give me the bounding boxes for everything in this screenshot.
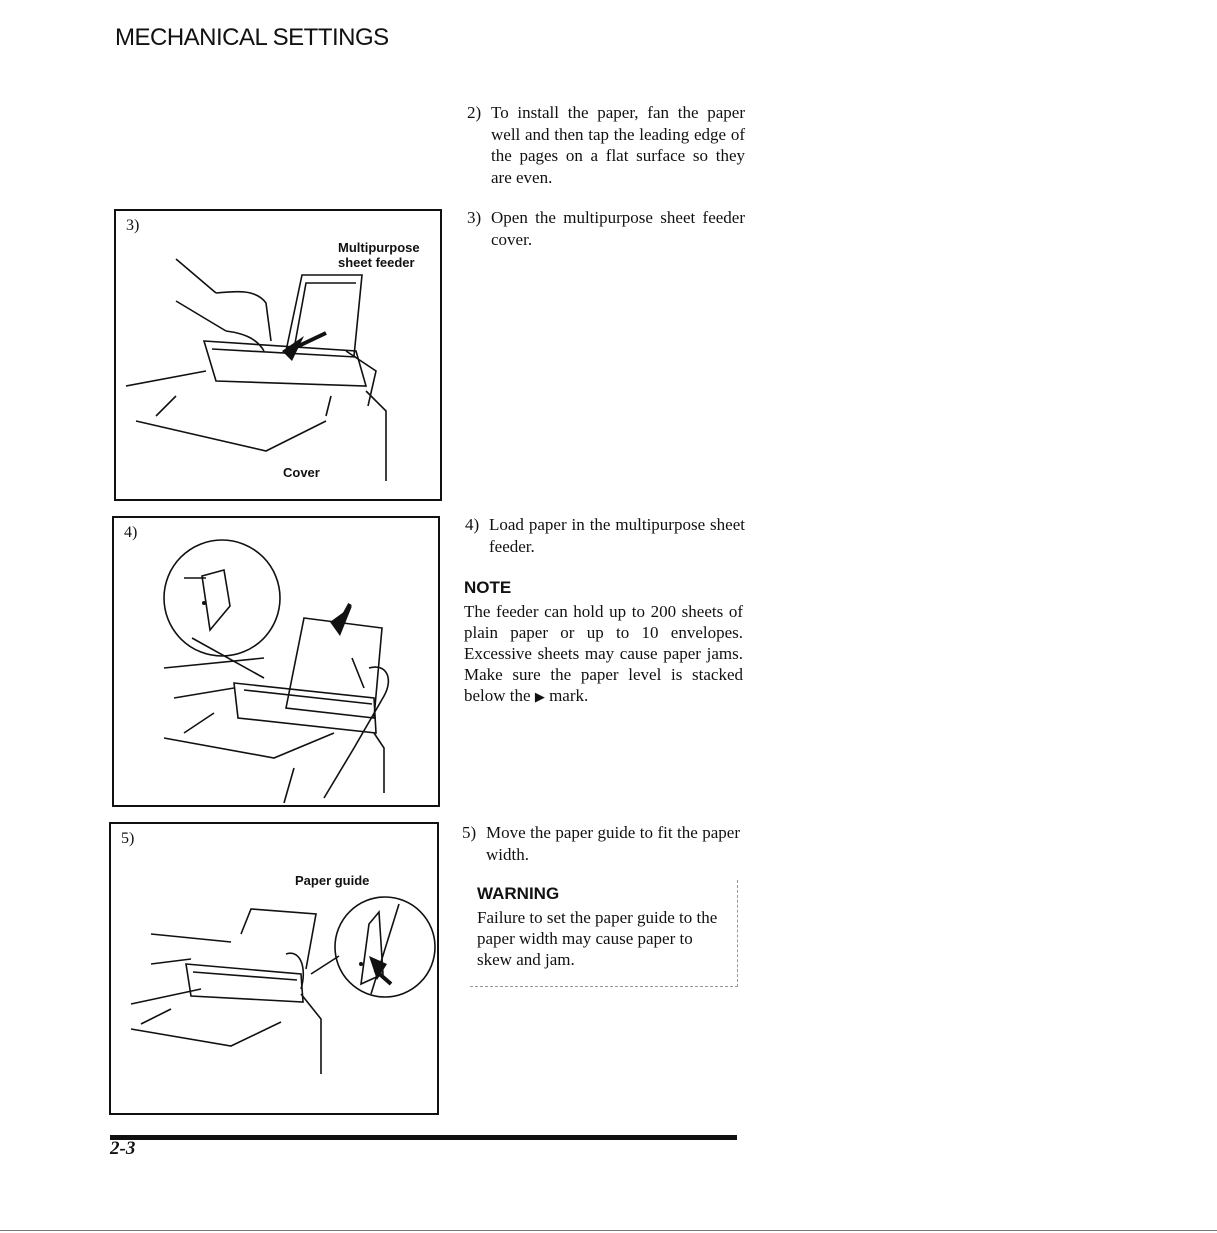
footer-rule <box>110 1135 737 1140</box>
note-text: The feeder can hold up to 200 sheets of … <box>464 602 743 705</box>
page-edge <box>0 1230 1217 1231</box>
warning-body: Failure to set the paper guide to the pa… <box>477 908 718 969</box>
step-number: 4) <box>465 515 480 534</box>
paper-guide-illustration <box>130 896 436 1074</box>
step-text: To install the paper, fan the paper well… <box>491 103 745 187</box>
step-text: Open the multipurpose sheet feeder cover… <box>491 208 745 249</box>
load-paper-illustration <box>163 539 390 804</box>
step-5: 5) Move the paper guide to fit the paper… <box>462 822 740 865</box>
callout-cover: Cover <box>283 465 320 480</box>
page-title: MECHANICAL SETTINGS <box>115 24 389 51</box>
printer-cover-illustration <box>125 258 387 481</box>
panel-number: 5) <box>121 830 135 847</box>
step-number: 5) <box>462 823 477 842</box>
step-text: Move the paper guide to fit the paper wi… <box>486 823 740 864</box>
illustration-panel-3: 3) Multipurpose sheet feeder Cover <box>114 209 442 501</box>
warning-box <box>470 880 738 987</box>
callout-multipurpose-sheet-feeder: Multipurpose sheet feeder <box>338 240 420 270</box>
note-text-end: mark. <box>549 686 589 705</box>
step-4: 4) Load paper in the multipurpose sheet … <box>465 514 745 557</box>
step-number: 2) <box>467 103 482 122</box>
illustration-panel-5: 5) Paper guide <box>109 822 439 1115</box>
warning-heading: WARNING <box>477 884 560 903</box>
illustration-panel-4: 4) <box>112 516 440 807</box>
note-heading: NOTE <box>464 578 512 597</box>
panel-number: 3) <box>126 217 140 234</box>
paper-level-mark-icon: ▶ <box>534 689 545 704</box>
note-body: The feeder can hold up to 200 sheets of … <box>464 601 743 707</box>
step-2: 2) To install the paper, fan the paper w… <box>467 102 745 188</box>
callout-paper-guide: Paper guide <box>295 873 370 888</box>
step-3: 3) Open the multipurpose sheet feeder co… <box>467 207 745 250</box>
step-number: 3) <box>467 208 482 227</box>
step-text: Load paper in the multipurpose sheet fee… <box>489 515 745 556</box>
panel-number: 4) <box>124 524 138 541</box>
page-number: 2-3 <box>110 1138 136 1159</box>
